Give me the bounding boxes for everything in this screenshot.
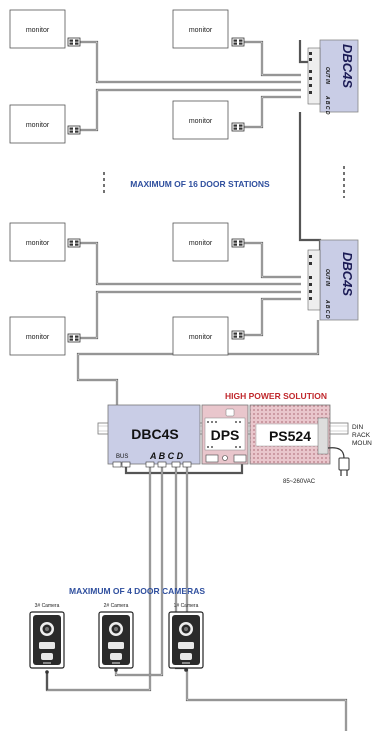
port-label-top: OUT IN: [324, 269, 330, 286]
rack-text: RACK: [352, 432, 371, 439]
door-camera-icon: [168, 611, 204, 669]
camera-2: 2# Camera: [98, 603, 134, 672]
monitor-label: monitor: [26, 122, 50, 129]
jack-icon: [67, 238, 81, 248]
monitor-bottom-right: monitor: [172, 316, 245, 356]
monitor-label: monitor: [189, 334, 213, 341]
monitor-label: monitor: [189, 118, 213, 125]
jack-icon: [67, 125, 81, 135]
camera-1: 1# Camera: [168, 603, 204, 672]
mount-text: MOUN: [352, 440, 372, 447]
monitor-mid-left-2: monitor: [9, 222, 81, 262]
distributor-label: DBC4S: [340, 252, 355, 296]
camera-label: 2# Camera: [104, 603, 129, 609]
port-label-bottom: A B C D: [324, 299, 330, 319]
power-title: HIGH POWER SOLUTION: [225, 391, 327, 401]
monitor-top-right: monitor: [172, 9, 245, 49]
distributor-label: DBC4S: [340, 44, 355, 88]
monitor-mid-right-1: monitor: [172, 100, 245, 140]
main-unit-label: DBC4S: [131, 426, 178, 442]
bottom-group-wires: [76, 112, 322, 464]
dps-module: DPS: [201, 404, 249, 465]
monitor-bottom-left: monitor: [9, 316, 81, 356]
monitor-label: monitor: [26, 27, 50, 34]
distributor-top: OUT IN A B C D DBC4S: [307, 39, 359, 115]
monitor-top-left: monitor: [9, 9, 81, 49]
jack-icon: [231, 330, 245, 340]
din-text: DIN: [352, 424, 364, 431]
voltage-label: 85~260VAC: [283, 479, 316, 485]
psu-label: PS524: [269, 428, 311, 444]
monitor-mid-right-2: monitor: [172, 222, 245, 262]
channel-labels: A B C D: [149, 451, 184, 461]
port-label-bottom: A B C D: [324, 95, 330, 115]
camera-label: 3# Camera: [35, 603, 60, 609]
camera-label: 1# Camera: [174, 603, 199, 609]
jack-icon: [231, 238, 245, 248]
top-group-wires: [80, 40, 320, 132]
jack-icon: [231, 37, 245, 47]
power-plug-icon: [327, 447, 350, 476]
door-camera-icon: [98, 611, 134, 669]
door-camera-icon: [29, 611, 65, 669]
cameras-title: MAXIMUM OF 4 DOOR CAMERAS: [69, 586, 205, 596]
bus-label: BUS: [116, 454, 128, 460]
jack-icon: [67, 333, 81, 343]
main-unit-dbc4s: DBC4S BUS A B C D: [107, 404, 201, 468]
din-rack-mount-label: DIN RACK MOUN: [352, 424, 372, 447]
camera-3: 3# Camera: [29, 603, 65, 674]
monitor-label: monitor: [26, 334, 50, 341]
dps-label: DPS: [211, 427, 240, 443]
monitor-label: monitor: [189, 240, 213, 247]
separator: MAXIMUM OF 16 DOOR STATIONS: [103, 166, 345, 198]
camera-wires: [45, 464, 348, 731]
distributor-bottom: OUT IN A B C D DBC4S: [307, 239, 359, 321]
monitor-label: monitor: [26, 240, 50, 247]
jack-icon: [67, 37, 81, 47]
separator-text: MAXIMUM OF 16 DOOR STATIONS: [130, 179, 270, 189]
port-label-top: OUT IN: [324, 67, 330, 84]
jack-icon: [231, 122, 245, 132]
psu-module: PS524: [249, 404, 331, 465]
monitor-label: monitor: [189, 27, 213, 34]
monitor-mid-left-1: monitor: [9, 104, 81, 144]
